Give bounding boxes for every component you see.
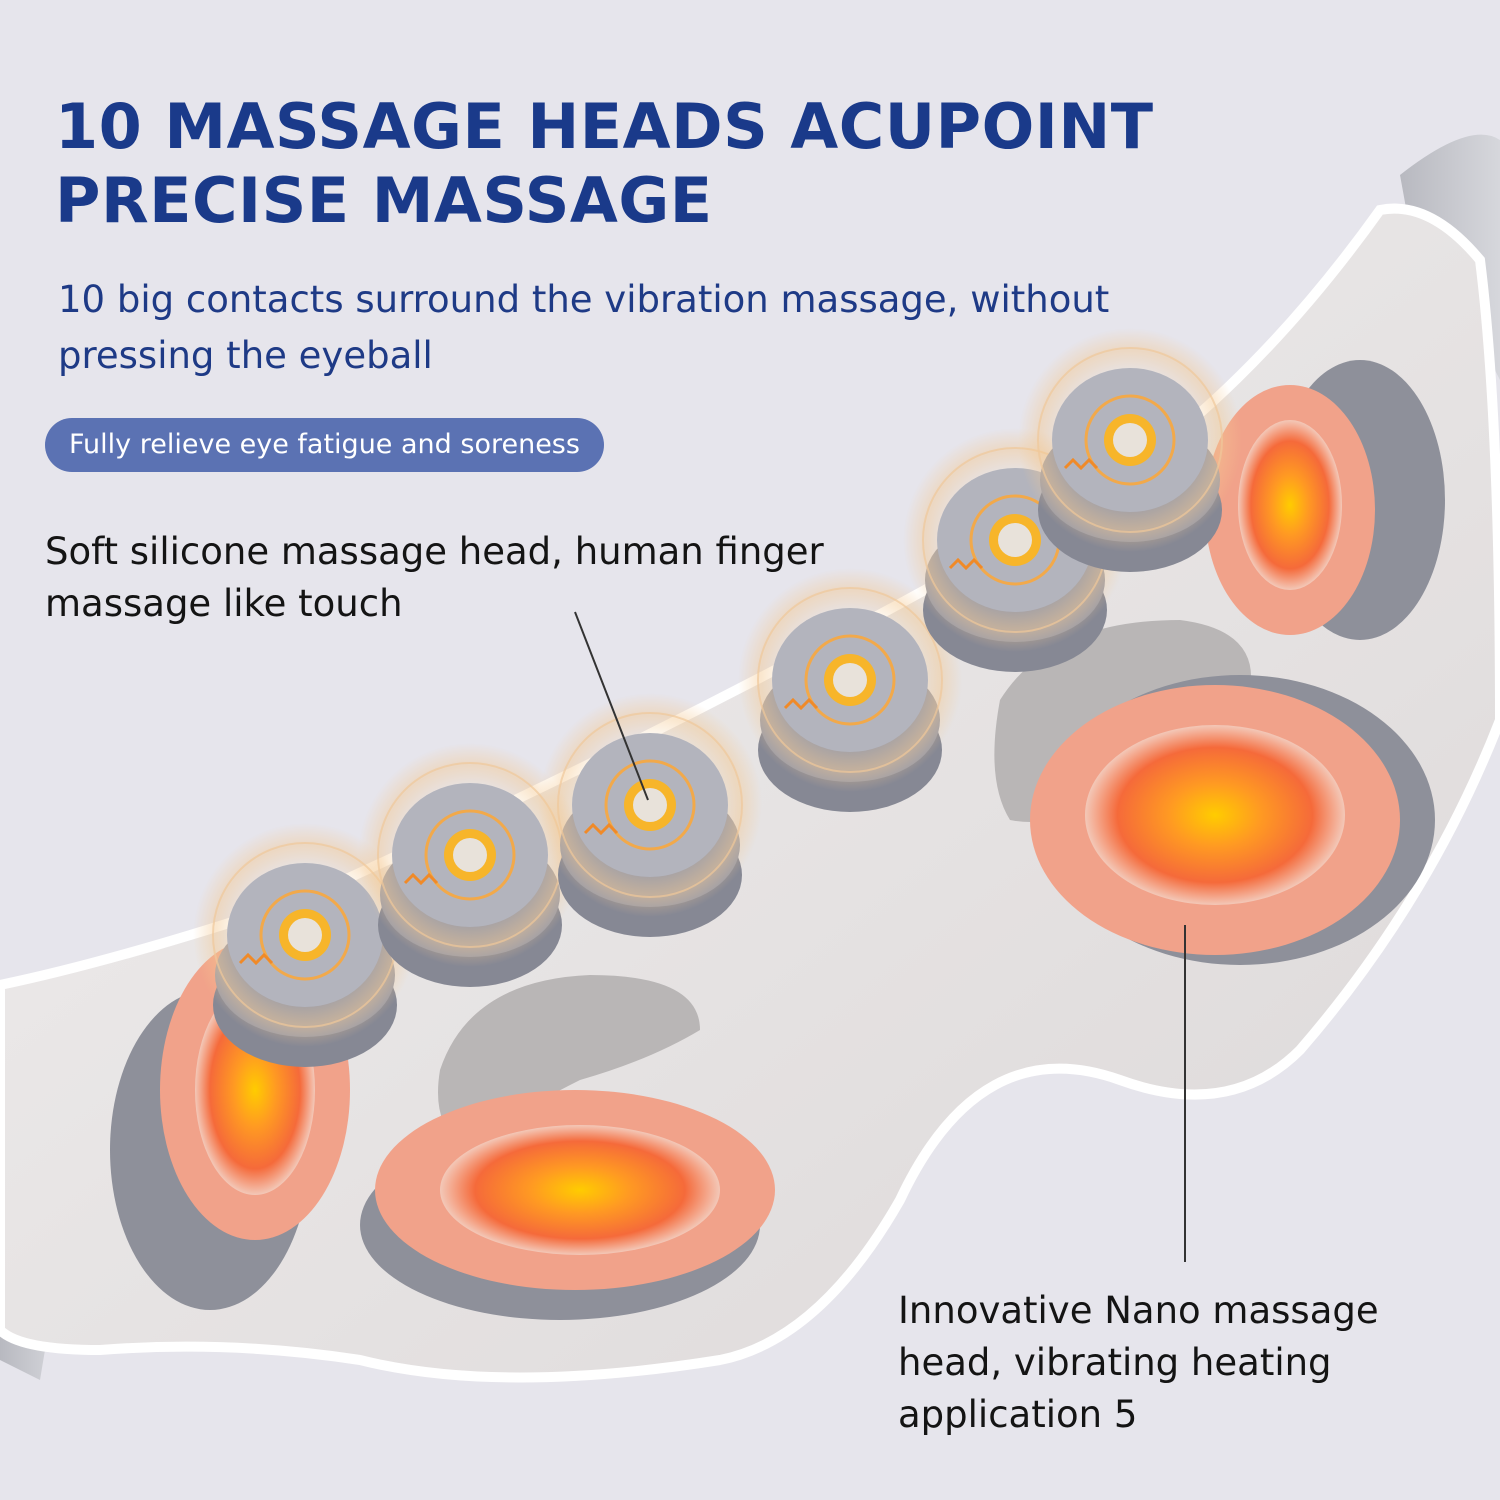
- callout-nano-head: Innovative Nano massage head, vibrating …: [898, 1289, 1379, 1436]
- silicone-head: [1018, 328, 1242, 572]
- silicone-head: [538, 693, 762, 937]
- silicone-heads: [193, 328, 1242, 1067]
- vibration-icon: [583, 822, 619, 836]
- silicone-head: [738, 568, 962, 812]
- feature-badge: Fully relieve eye fatigue and soreness: [45, 418, 604, 472]
- vibration-icon: [403, 872, 439, 886]
- vibration-icon: [238, 952, 274, 966]
- silicone-head: [358, 743, 582, 987]
- subheadline: 10 big contacts surround the vibration m…: [58, 278, 1110, 377]
- vibration-icon: [783, 697, 819, 711]
- leader-line-silicone: [574, 611, 649, 801]
- heating-pad-left-lower: [360, 1090, 775, 1320]
- headline: 10 MASSAGE HEADS ACUPOINT PRECISE MASSAG…: [55, 90, 1154, 237]
- heating-pad-right-outer: [1205, 360, 1445, 640]
- silicone-head: [193, 823, 417, 1067]
- callout-silicone-head: Soft silicone massage head, human finger…: [45, 530, 824, 625]
- heating-pad-right-lower: [1030, 675, 1435, 965]
- vibration-icon: [948, 557, 984, 571]
- vibration-icon: [1063, 457, 1099, 471]
